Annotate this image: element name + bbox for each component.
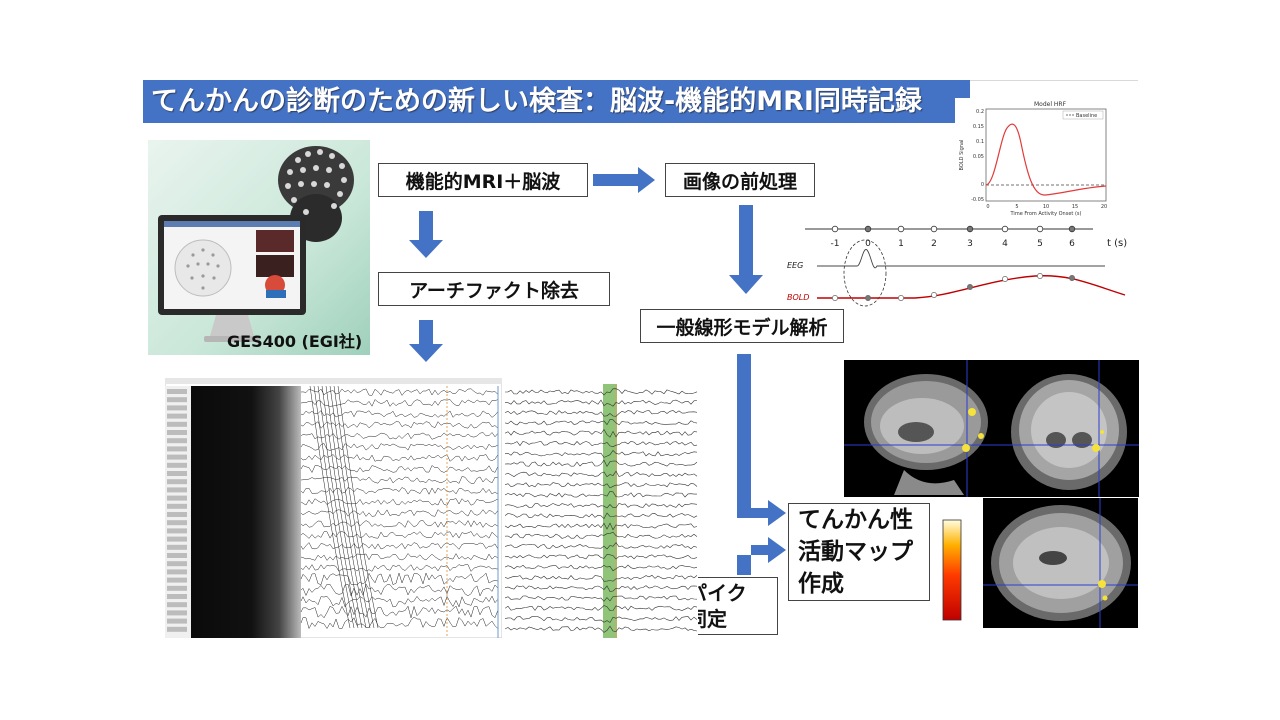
svg-text:6: 6 [1069,239,1075,249]
brain-coronal-icon [1011,374,1127,490]
brain-axial-icon [991,505,1131,621]
arrow-down-1-icon [409,211,443,258]
svg-text:3: 3 [967,239,973,249]
channel-label [167,389,187,394]
channel-label [167,455,187,460]
channel-label [167,512,187,517]
svg-text:0.15: 0.15 [973,124,984,130]
channel-label [167,537,187,542]
channel-label [167,397,187,402]
channel-label [167,619,187,624]
svg-text:0: 0 [986,204,989,210]
channel-label [167,463,187,468]
channel-label [167,422,187,427]
svg-text:15: 15 [1072,204,1078,210]
svg-text:0.2: 0.2 [976,109,984,115]
hrf-ylabel: BOLD Signal [959,140,965,171]
mri-sagittal-coronal [844,360,1139,497]
svg-text:5: 5 [1015,204,1018,210]
svg-text:4: 4 [1002,239,1008,249]
channel-label [167,438,187,443]
hrf-plot: Model HRF Baseline 0.2 0.15 0.1 0.05 0 -… [955,98,1115,218]
arrow-down-2-icon [409,320,443,362]
hrf-xlabel: Time From Activity Onset (s) [1010,211,1082,217]
channel-label [167,627,187,632]
channel-label [167,487,187,492]
channel-label [167,528,187,533]
svg-text:-1: -1 [831,239,840,249]
hrf-legend: Baseline [1076,113,1097,119]
mri-axial [983,498,1138,628]
channel-label [167,504,187,509]
eeg-artifact-screenshot [165,378,502,638]
channel-label [167,578,187,583]
svg-text:-0.05: -0.05 [971,197,984,203]
timeline-diagram: -1 0 1 2 3 4 5 6 t (s) EEG BOLD [785,222,1130,310]
channel-label [167,610,187,615]
bold-samples [832,273,1074,300]
eeg-clean-screenshot [505,384,698,638]
channel-label [167,586,187,591]
channel-label [167,520,187,525]
svg-text:0: 0 [981,182,984,188]
svg-text:2: 2 [931,239,937,249]
arrow-elbow-2-icon [737,537,786,575]
channel-label [167,414,187,419]
channel-label [167,602,187,607]
svg-text:10: 10 [1043,204,1049,210]
gradient-artifact-region [191,386,301,638]
channel-label [167,471,187,476]
svg-text:1: 1 [898,239,904,249]
svg-text:0.05: 0.05 [973,154,984,160]
arrow-down-3-icon [729,205,763,294]
svg-text:0.1: 0.1 [976,139,984,145]
eeg-label: EEG [787,261,803,270]
channel-label [167,569,187,574]
channel-label [167,496,187,501]
arrow-right-1-icon [593,167,655,193]
timeline-axis-label: t (s) [1107,238,1127,249]
eeg-trace [817,249,1105,267]
colorbar [933,518,965,622]
svg-text:20: 20 [1101,204,1107,210]
svg-text:5: 5 [1037,239,1043,249]
arrow-elbow-1-icon [737,354,786,526]
channel-label [167,446,187,451]
channel-label [167,561,187,566]
bold-label: BOLD [787,293,809,302]
hrf-title: Model HRF [1034,101,1067,108]
channel-label [167,430,187,435]
channel-label [167,479,187,484]
channel-label [167,553,187,558]
channel-label [167,545,187,550]
channel-label [167,405,187,410]
channel-label [167,594,187,599]
